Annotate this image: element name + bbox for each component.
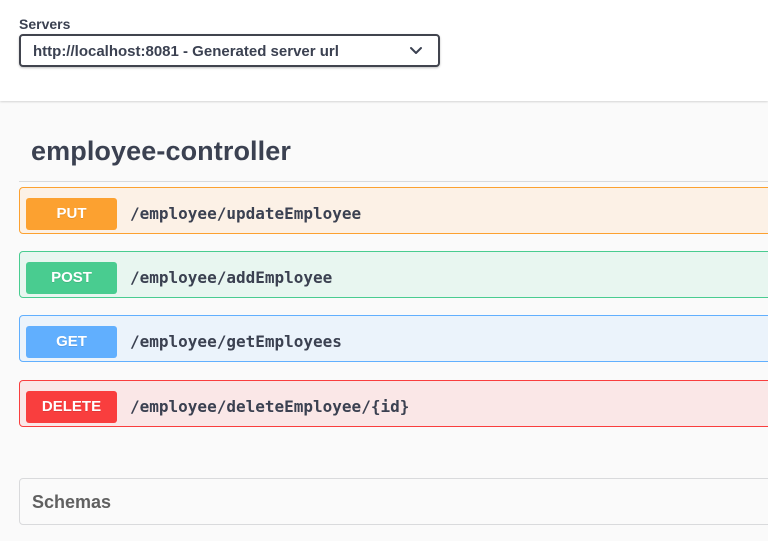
opblock-delete-employee[interactable]: DELETE /employee/deleteEmployee/{id} — [19, 380, 768, 427]
opblock-get-employees[interactable]: GET /employee/getEmployees — [19, 315, 768, 362]
method-badge-post: POST — [26, 262, 117, 294]
servers-label: Servers — [19, 16, 71, 32]
operation-path: /employee/updateEmployee — [130, 204, 362, 223]
chevron-down-icon — [410, 47, 422, 54]
operation-path: /employee/getEmployees — [130, 332, 342, 351]
schemas-title: Schemas — [32, 492, 112, 512]
method-badge-get: GET — [26, 326, 117, 358]
method-badge-delete: DELETE — [26, 391, 117, 423]
server-select[interactable]: http://localhost:8081 - Generated server… — [19, 34, 440, 67]
opblock-post-add-employee[interactable]: POST /employee/addEmployee — [19, 251, 768, 298]
method-badge-put: PUT — [26, 198, 117, 230]
tag-header-employee-controller[interactable]: employee-controller — [19, 136, 768, 182]
server-select-value: http://localhost:8081 - Generated server… — [33, 43, 339, 60]
tag-title: employee-controller — [31, 136, 291, 166]
schemas-section[interactable]: Schemas — [19, 478, 768, 525]
operation-path: /employee/deleteEmployee/{id} — [130, 397, 410, 416]
servers-bar: Servers http://localhost:8081 - Generate… — [0, 0, 768, 101]
operation-path: /employee/addEmployee — [130, 268, 333, 287]
opblock-put-update-employee[interactable]: PUT /employee/updateEmployee — [19, 187, 768, 234]
